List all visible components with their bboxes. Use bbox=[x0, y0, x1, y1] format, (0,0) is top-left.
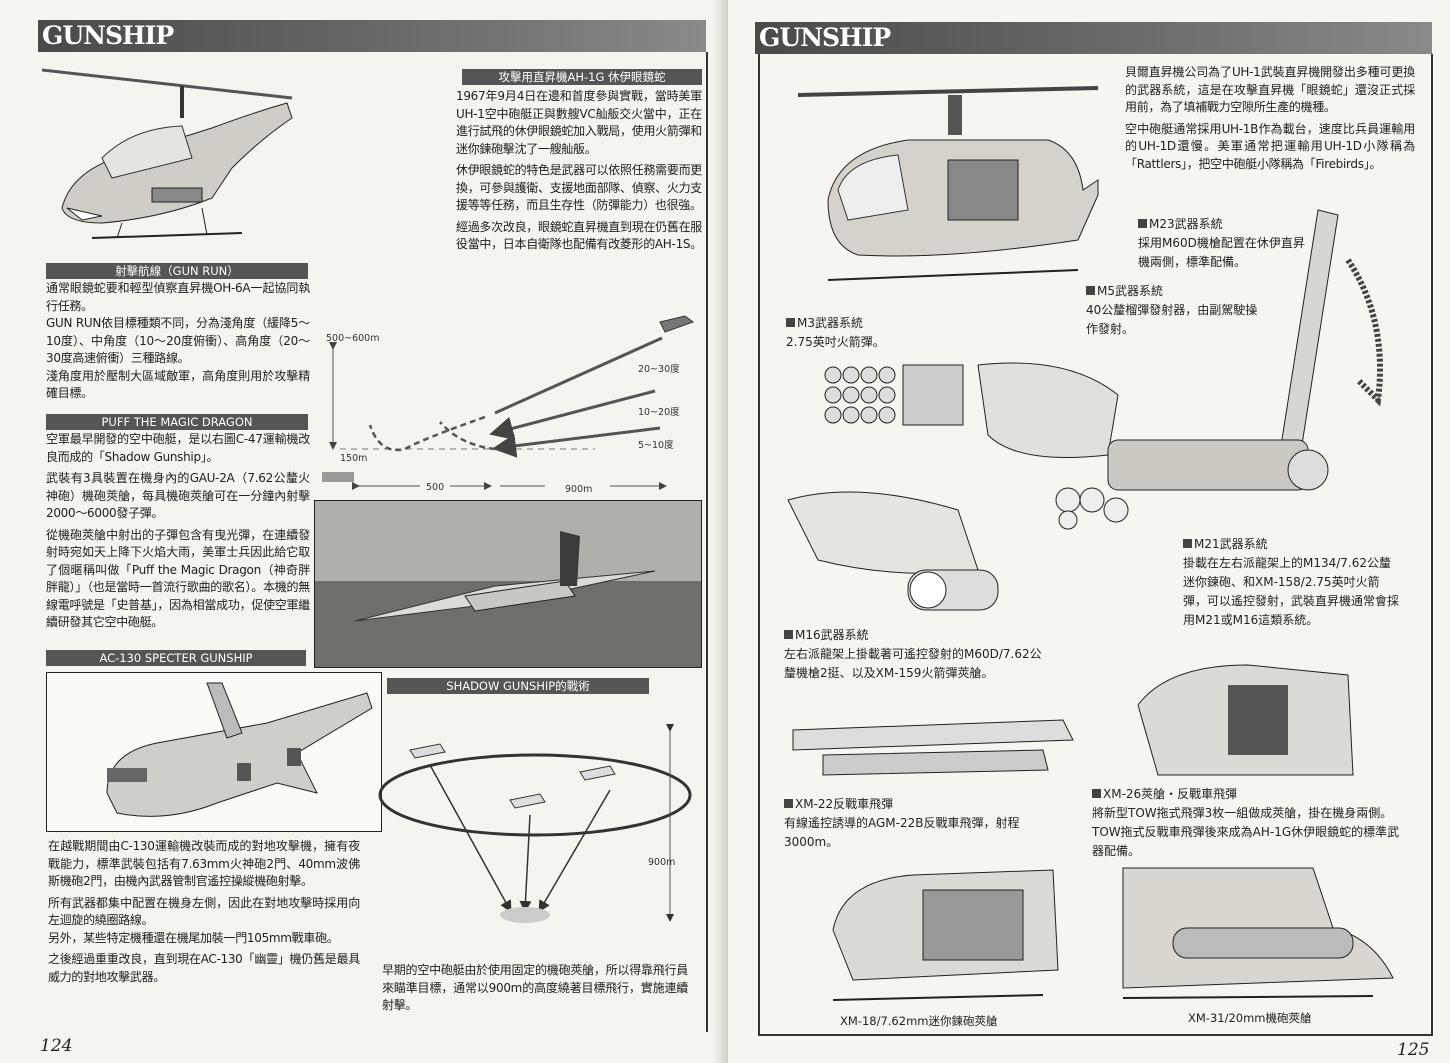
paragraph: 經過多次改良，眼鏡蛇直昇機直到現在仍舊在服役當中，日本自衛隊也配備有改菱形的AH… bbox=[456, 219, 702, 252]
bullet-square-icon bbox=[784, 799, 793, 808]
shadow-tactics-diagram bbox=[378, 724, 692, 923]
bullet-square-icon bbox=[786, 318, 795, 327]
altitude-label: 900m bbox=[648, 857, 676, 868]
m23-title: M23武器系統 bbox=[1149, 217, 1223, 231]
ac130-section-title: AC-130 SPECTER GUNSHIP bbox=[46, 650, 306, 666]
paragraph: 貝爾直昇機公司為了UH-1武裝直昇機開發出多種可更換的武器系統，這是在攻擊直昇機… bbox=[1125, 65, 1415, 114]
xm22-missile-illustration bbox=[792, 719, 1074, 776]
puff-section-title: PUFF THE MAGIC DRAGON bbox=[46, 414, 308, 430]
paragraph: 武裝有3具裝置在機身內的GAU-2A（7.62公釐火神砲）機砲莢艙，每具機砲莢艙… bbox=[46, 471, 310, 520]
m21-minigun-illustration bbox=[1055, 439, 1329, 530]
xm18-caption: XM-18/7.62mm迷你鍊砲莢艙 bbox=[840, 1014, 998, 1028]
ac130-text: 在越戰期間由C-130運輸機改裝而成的對地攻擊機，擁有夜戰能力，標準武裝包括有7… bbox=[48, 838, 360, 990]
page-header-left: GUNSHIP bbox=[38, 20, 706, 52]
m5-label: M5武器系統 40公釐榴彈發射器，由副駕駛操作發射。 bbox=[1086, 282, 1266, 339]
xm26-text: 將新型TOW拖式飛彈3枚一組做成莢艙，掛在機身兩側。TOW拖式反戰車飛彈後來成為… bbox=[1092, 806, 1400, 858]
uh1-helicopter-illustration bbox=[798, 86, 1099, 281]
xm22-text: 有線遙控誘導的AGM-22B反戰車飛彈，射程3000m。 bbox=[784, 816, 1020, 849]
low-altitude-label: 150m bbox=[340, 453, 368, 464]
distance-far-label: 900m bbox=[565, 484, 593, 495]
xm22-label: XM-22反戰車飛彈有線遙控誘導的AGM-22B反戰車飛彈，射程3000m。 bbox=[784, 795, 1064, 852]
m23-label: M23武器系統採用M60D機槍配置在休伊直昇機兩側，標準配備。 bbox=[1138, 215, 1308, 272]
paragraph: 在越戰期間由C-130運輸機改裝而成的對地攻擊機，擁有夜戰能力，標準武裝包括有7… bbox=[48, 839, 360, 888]
m21-title: M21武器系統 bbox=[1194, 537, 1268, 551]
gunrun-angle-diagram bbox=[322, 315, 695, 490]
shadow-section-title: SHADOW GUNSHIP的戰術 bbox=[387, 678, 649, 694]
xm22-title: XM-22反戰車飛彈 bbox=[795, 797, 894, 811]
height-label: 500~600m bbox=[326, 333, 380, 344]
header-title: GUNSHIP bbox=[759, 23, 891, 52]
bullet-square-icon bbox=[1138, 219, 1147, 228]
c47-gunship-illustration bbox=[314, 500, 702, 668]
page-number-right: 125 bbox=[1397, 1040, 1430, 1060]
bullet-square-icon bbox=[1092, 789, 1101, 798]
xm31-caption: XM-31/20mm機砲莢艙 bbox=[1188, 1011, 1312, 1025]
paragraph: 另外，某些特定機種還在機尾加裝一門105mm戰車砲。 bbox=[48, 930, 339, 945]
m16-title: M16武器系統 bbox=[795, 628, 869, 642]
paragraph: 之後經過重重改良，直到現在AC-130「幽靈」機仍舊是最具威力的對地攻擊武器。 bbox=[48, 952, 360, 984]
m16-weapons-illustration bbox=[787, 491, 999, 611]
m3-m5-weapons-illustration bbox=[824, 362, 1119, 458]
paragraph: 通常眼鏡蛇要和輕型偵察直昇機OH-6A一起協同執行任務。 bbox=[46, 281, 310, 313]
bullet-square-icon bbox=[1183, 539, 1192, 548]
paragraph: 空軍最早開發的空中砲艇，是以右圖C-47運輸機改良而成的「Shadow Guns… bbox=[46, 432, 310, 464]
page-number-left: 124 bbox=[40, 1036, 73, 1056]
m5-text: 40公釐榴彈發射器，由副駕駛操作發射。 bbox=[1086, 303, 1258, 336]
bullet-square-icon bbox=[784, 630, 793, 639]
bullet-square-icon bbox=[1086, 286, 1095, 295]
paragraph: GUN RUN依目標種類不同，分為淺角度（緩降5～10度）、中角度（10～20度… bbox=[46, 316, 310, 365]
left-page: GUNSHIP 攻擊用直昇機AH-1G 休伊眼鏡蛇 1967年9月4日在邊和首度… bbox=[38, 20, 708, 1056]
xm31-helicopter-illustration bbox=[1122, 867, 1394, 999]
m21-label: M21武器系統掛載在左右派龍架上的M134/7.62公釐迷你鍊砲、和XM-158… bbox=[1183, 535, 1403, 630]
ac130-illustration bbox=[46, 672, 382, 832]
m21-text: 掛載在左右派龍架上的M134/7.62公釐迷你鍊砲、和XM-158/2.75英吋… bbox=[1183, 556, 1400, 627]
gunrun-text: 通常眼鏡蛇要和輕型偵察直昇機OH-6A一起協同執行任務。 GUN RUN依目標種… bbox=[46, 280, 310, 403]
paragraph: 1967年9月4日在邊和首度參與實戰，當時美軍UH-1空中砲艇正與數艘VC舢舨交… bbox=[456, 89, 702, 156]
ah1g-helicopter-illustration bbox=[42, 68, 293, 239]
xm18-helicopter-illustration bbox=[832, 869, 1059, 1001]
angle-low-label: 5~10度 bbox=[638, 440, 674, 451]
ah1g-section-title: 攻擊用直昇機AH-1G 休伊眼鏡蛇 bbox=[462, 69, 702, 85]
uh1-door-illustration bbox=[1137, 664, 1354, 776]
m3-text: 2.75英吋火箭彈。 bbox=[786, 335, 885, 349]
paragraph: 淺角度用於壓制大區域敵軍，高角度則用於攻擊精確目標。 bbox=[46, 368, 310, 401]
header-title: GUNSHIP bbox=[42, 21, 174, 50]
m23-text: 採用M60D機槍配置在休伊直昇機兩側，標準配備。 bbox=[1138, 236, 1305, 269]
paragraph: 從機砲莢艙中射出的子彈包含有曳光彈，在連續發射時宛如天上降下火焰大雨，美軍士兵因… bbox=[46, 527, 310, 630]
m16-label: M16武器系統左右派龍架上掛載著可遙控發射的M60D/7.62公釐機槍2挺、以及… bbox=[784, 626, 1044, 683]
shadow-text: 早期的空中砲艇由於使用固定的機砲莢艙，所以得靠飛行員來瞄準目標，通常以900m的… bbox=[382, 963, 688, 1012]
paragraph: 所有武器都集中配置在機身左側，因此在對地攻擊時採用向左迴旋的繞圈路線。 bbox=[48, 895, 360, 928]
m5-title: M5武器系統 bbox=[1097, 284, 1163, 298]
paragraph: 休伊眼鏡蛇的特色是武器可以依照任務需要而更換，可參與護衛、支援地面部隊、偵察、火… bbox=[456, 163, 702, 212]
gunrun-section-title: 射擊航線（GUN RUN） bbox=[46, 263, 308, 279]
distance-near-label: 500 bbox=[426, 482, 445, 493]
page-frame-left bbox=[38, 52, 708, 1032]
angle-high-label: 20~30度 bbox=[638, 364, 680, 375]
intro-text: 貝爾直昇機公司為了UH-1武裝直昇機開發出多種可更換的武器系統，這是在攻擊直昇機… bbox=[1125, 64, 1415, 177]
ah1g-text: 1967年9月4日在邊和首度參與實戰，當時美軍UH-1空中砲艇正與數艘VC舢舨交… bbox=[456, 88, 702, 258]
xm26-title: XM-26莢艙・反戰車飛彈 bbox=[1103, 787, 1238, 801]
m3-label: M3武器系統 2.75英吋火箭彈。 bbox=[786, 314, 946, 352]
m3-title: M3武器系統 bbox=[797, 316, 863, 330]
angle-mid-label: 10~20度 bbox=[638, 407, 680, 418]
m16-text: 左右派龍架上掛載著可遙控發射的M60D/7.62公釐機槍2挺、以及XM-159火… bbox=[784, 647, 1042, 680]
right-page: GUNSHIP 貝爾直昇機公司為了UH-1武裝直昇機開發出多種可更換的武器系統，… bbox=[728, 0, 1450, 1063]
puff-text: 空軍最早開發的空中砲艇，是以右圖C-47運輸機改良而成的「Shadow Guns… bbox=[46, 431, 310, 636]
page-frame-right bbox=[758, 54, 1433, 1036]
page-header-right: GUNSHIP bbox=[755, 22, 1432, 54]
xm26-label: XM-26莢艙・反戰車飛彈將新型TOW拖式飛彈3枚一組做成莢艙，掛在機身兩側。T… bbox=[1092, 785, 1408, 861]
paragraph: 空中砲艇通常採用UH-1B作為載台，速度比兵員運輸用的UH-1D還慢。美軍通常把… bbox=[1125, 121, 1415, 171]
